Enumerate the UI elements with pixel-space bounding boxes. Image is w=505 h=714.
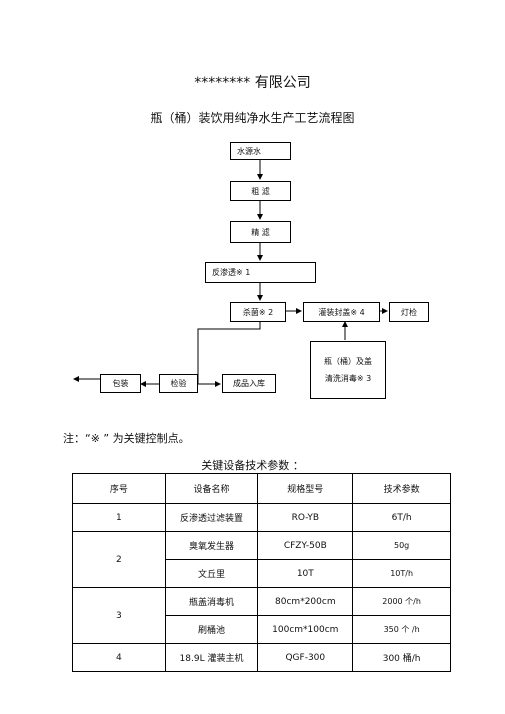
bottle-cleaning-line1: 瓶（桶）及盖 xyxy=(324,357,372,366)
process-flow-title: 瓶（桶）装饮用纯净水生产工艺流程图 xyxy=(150,111,355,125)
equipment-table-title: 关键设备技术参数 ： xyxy=(201,459,304,472)
flow-step-reverse-osmosis: 反渗透※ 1 xyxy=(205,262,316,283)
table-row: 文丘里 10T 10T/h xyxy=(73,559,451,588)
cell-param: 6T/h xyxy=(352,503,451,532)
header-equipment-name: 设备名称 xyxy=(164,473,259,504)
cell-param: 2000 个/h xyxy=(352,587,451,616)
cell-param: 10T/h xyxy=(352,559,451,588)
cell-name: 瓶盖消毒机 xyxy=(164,587,259,616)
cell-model: 10T xyxy=(257,559,354,588)
table-row: 2 臭氧发生器 CFZY-50B 50g xyxy=(72,531,451,588)
flow-step-packaging: 包装 xyxy=(100,374,141,393)
cell-no: 4 xyxy=(72,643,166,672)
table-row: 4 18.9L 灌装主机 QGF-300 300 桶/h xyxy=(72,643,451,672)
table-header-row: 序号 设备名称 规格型号 技术参数 xyxy=(72,473,451,504)
cell-name: 刷桶池 xyxy=(164,615,259,644)
equipment-parameters-table: 序号 设备名称 规格型号 技术参数 1 反渗透过滤装置 RO-YB 6T/h 2… xyxy=(72,473,451,672)
flow-step-bottle-cleaning: 瓶（桶）及盖 清洗消毒※ 3 xyxy=(310,341,386,399)
flow-step-warehouse: 成品入库 xyxy=(222,374,276,393)
cell-model: QGF-300 xyxy=(257,643,354,672)
cell-model: CFZY-50B xyxy=(257,531,354,560)
header-parameters: 技术参数 xyxy=(352,473,451,504)
header-no: 序号 xyxy=(72,473,166,504)
flow-step-inspection: 检验 xyxy=(159,374,198,393)
header-model: 规格型号 xyxy=(257,473,354,504)
cell-no: 3 xyxy=(72,587,166,644)
flow-step-coarse-filter: 粗 滤 xyxy=(230,181,291,201)
cell-model: 100cm*100cm xyxy=(257,615,354,644)
cell-name: 臭氧发生器 xyxy=(164,531,259,560)
table-row: 3 瓶盖消毒机 80cm*200cm 2000 个/h xyxy=(72,587,451,644)
cell-no: 2 xyxy=(72,531,166,588)
flow-step-filling-sealing: 灌装封盖※ 4 xyxy=(303,302,380,322)
company-title: ******** 有限公司 xyxy=(194,75,311,91)
cell-name: 文丘里 xyxy=(164,559,259,588)
cell-name: 18.9L 灌装主机 xyxy=(164,643,259,672)
flow-step-light-inspection: 灯检 xyxy=(389,302,429,322)
cell-param: 300 桶/h xyxy=(352,643,451,672)
flow-step-fine-filter: 精 滤 xyxy=(230,221,291,243)
cell-model: RO-YB xyxy=(257,503,354,532)
bottle-cleaning-line2: 清洗消毒※ 3 xyxy=(324,374,372,383)
flow-step-sterilization: 杀菌※ 2 xyxy=(230,302,286,322)
cell-param: 50g xyxy=(352,531,451,560)
cell-model: 80cm*200cm xyxy=(257,587,354,616)
cell-param: 350 个 /h xyxy=(352,615,451,644)
cell-no: 1 xyxy=(72,503,166,532)
flow-step-water-source: 水源水 xyxy=(230,142,291,160)
key-control-note: 注：“※ ” 为关键控制点。 xyxy=(63,432,190,445)
cell-name: 反渗透过滤装置 xyxy=(164,503,259,532)
table-row: 1 反渗透过滤装置 RO-YB 6T/h xyxy=(72,503,451,532)
